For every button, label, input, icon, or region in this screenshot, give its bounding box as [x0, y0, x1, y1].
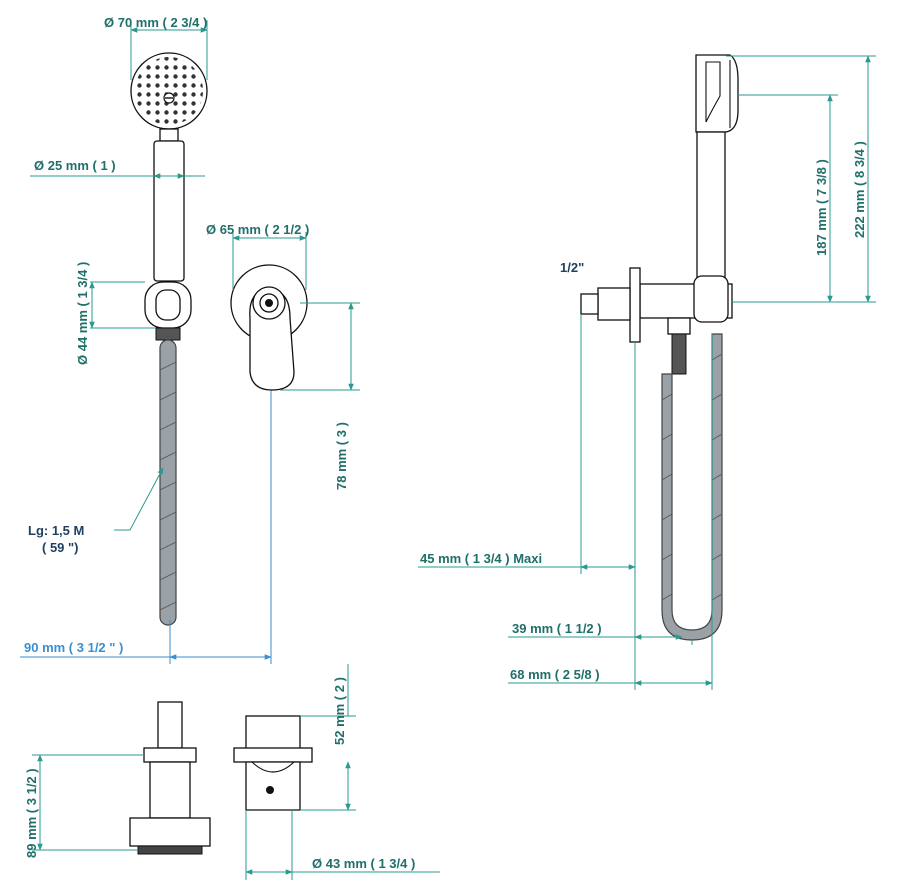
dim-valve-43: Ø 43 mm ( 1 3/4 ) — [245, 810, 440, 880]
shower-head-nozzles — [135, 57, 203, 125]
hose-loop — [661, 333, 723, 641]
handle-diameter-text: Ø 25 mm ( 1 ) — [34, 158, 116, 173]
hose — [159, 339, 177, 626]
valve-side-view — [129, 701, 211, 855]
hose-length-line1: Lg: 1,5 M — [28, 523, 84, 538]
handset-head-side — [695, 54, 739, 133]
handle-body — [153, 140, 185, 282]
hose-length-callout: Lg: 1,5 M ( 59 ") — [28, 467, 164, 555]
dim-head-diameter: Ø 70 mm ( 2 3/4 ) — [104, 15, 208, 80]
depth-39-text: 39 mm ( 1 1/2 ) — [512, 621, 602, 636]
dim-handset-height: 187 mm ( 7 3/8 ) 222 mm ( 8 3/4 ) — [726, 55, 876, 303]
head-diameter-text: Ø 70 mm ( 2 3/4 ) — [104, 15, 207, 30]
handset-187-text: 187 mm ( 7 3/8 ) — [814, 159, 829, 256]
wall-cover-height-text: 78 mm ( 3 ) — [334, 422, 349, 490]
dim-wall-cover-diameter: Ø 65 mm ( 2 1/2 ) — [206, 222, 309, 290]
depth-68-text: 68 mm ( 2 5/8 ) — [510, 667, 600, 682]
projection-90-text: 90 mm ( 3 1/2 " ) — [24, 640, 123, 655]
valve-52-text: 52 mm ( 2 ) — [332, 677, 347, 745]
hose-length-line2: ( 59 ") — [42, 540, 79, 555]
bracket-height-text: Ø 44 mm ( 1 3/4 ) — [75, 262, 90, 365]
dim-wall-cover-height: 78 mm ( 3 ) — [280, 302, 360, 490]
dim-bracket-height: Ø 44 mm ( 1 3/4 ) — [75, 262, 156, 365]
dim-valve-52: 52 mm ( 2 ) — [300, 664, 356, 811]
valve-front-view — [233, 715, 313, 811]
wall-cover-diameter-text: Ø 65 mm ( 2 1/2 ) — [206, 222, 309, 237]
valve-89-text: 89 mm ( 3 1/2 ) — [24, 768, 39, 858]
thread-size-text: 1/2" — [560, 260, 584, 275]
maxi-45-text: 45 mm ( 1 3/4 ) Maxi — [420, 551, 542, 566]
dim-valve-height: 89 mm ( 3 1/2 ) — [24, 754, 144, 858]
handset-222-text: 222 mm ( 8 3/4 ) — [852, 141, 867, 238]
wall-cover-front-view — [230, 264, 308, 391]
handset-handle-side — [696, 131, 726, 283]
valve-43-text: Ø 43 mm ( 1 3/4 ) — [312, 856, 415, 871]
shower-side-view — [580, 54, 739, 641]
hand-shower-front-view — [130, 52, 208, 626]
dim-handle-diameter: Ø 25 mm ( 1 ) — [30, 158, 205, 179]
dim-side-depths: 45 mm ( 1 3/4 ) Maxi 39 mm ( 1 1/2 ) 68 … — [418, 314, 713, 690]
dim-projection-90: 90 mm ( 3 1/2 " ) — [20, 390, 272, 664]
